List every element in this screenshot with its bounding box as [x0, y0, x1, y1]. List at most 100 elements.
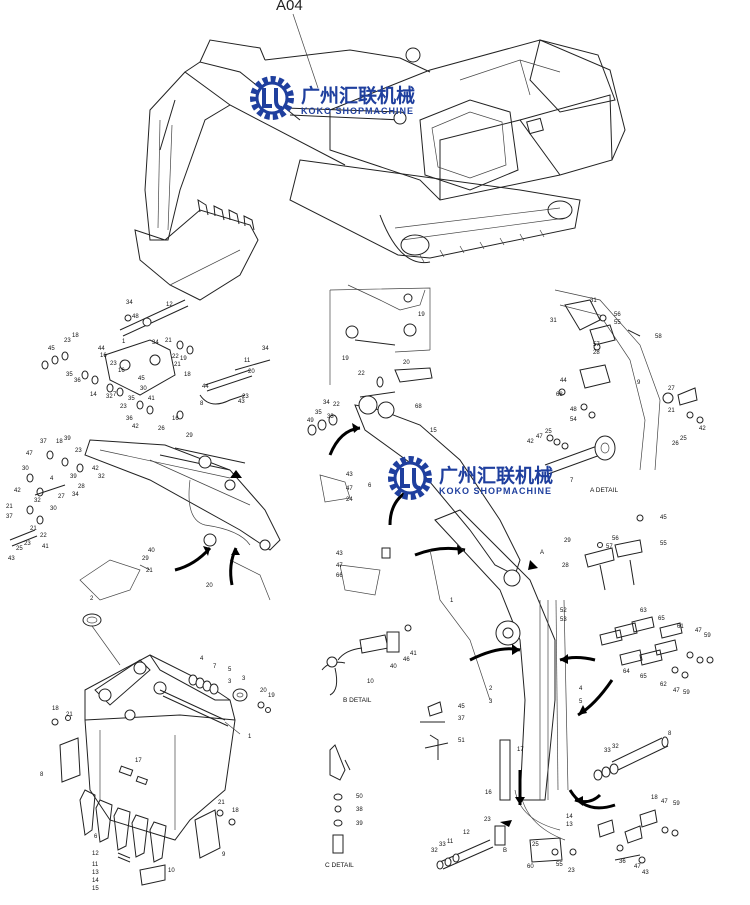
callout: 43 [346, 472, 353, 478]
callout: 7 [113, 392, 117, 398]
c-detail-label: C DETAIL [325, 862, 354, 869]
gear-logo-icon [388, 456, 432, 500]
callout: 9 [222, 852, 226, 858]
callout: 25 [545, 429, 552, 435]
callout: 56 [614, 312, 621, 318]
callout: 21 [668, 408, 675, 414]
callout: 39 [356, 821, 363, 827]
callout: 11 [244, 358, 251, 364]
callout: 58 [655, 334, 662, 340]
callout: 4 [200, 656, 204, 662]
callout: 32 [431, 848, 438, 854]
upper-boom-detail [307, 284, 521, 596]
callout: 29 [186, 433, 193, 439]
callout: 27 [668, 386, 675, 392]
callout: 47 [346, 486, 353, 492]
callout: 46 [403, 657, 410, 663]
callout: 47 [673, 688, 680, 694]
callout: 35 [128, 396, 135, 402]
callout: 12 [166, 302, 173, 308]
callout: 22 [172, 354, 179, 360]
callout: 59 [673, 801, 680, 807]
callout: 37 [6, 514, 13, 520]
top-left-callouts: 34 12 48 23 18 45 44 1 34 21 22 36 35 16… [6, 300, 269, 589]
callout: 42 [132, 424, 139, 430]
right-parts-view [436, 514, 714, 870]
callout: 63 [640, 608, 647, 614]
callout: 7 [570, 478, 574, 484]
callout: 8 [668, 731, 672, 737]
callout: 20 [403, 360, 410, 366]
callout: 15 [430, 428, 437, 434]
callout: 4 [50, 476, 54, 482]
callout: 37 [458, 716, 465, 722]
callout: 43 [336, 551, 343, 557]
callout: 21 [66, 712, 73, 718]
callout: 31 [550, 318, 557, 324]
callout: 14 [90, 392, 97, 398]
callout: 15 [92, 886, 99, 892]
callout: 23 [568, 868, 575, 874]
callout: 23 [24, 541, 31, 547]
c-detail-view: 50 38 39 C DETAIL [325, 744, 363, 869]
callout: 25 [532, 842, 539, 848]
callout: 19 [418, 312, 425, 318]
callout: 21 [146, 568, 153, 574]
callout: 31 [590, 298, 597, 304]
callout: 33 [327, 414, 334, 420]
callout: 41 [148, 396, 155, 402]
callout: 10 [367, 679, 374, 685]
bucket-callouts: 2 4 7 5 3 3 20 19 1 18 21 8 17 21 18 9 6… [40, 596, 275, 892]
callout: 60 [527, 864, 534, 870]
callout: 33 [439, 842, 446, 848]
callout: 44 [98, 346, 105, 352]
callout: 49 [307, 418, 314, 424]
callout: 12 [463, 830, 470, 836]
callout: 21 [165, 338, 172, 344]
callout: 18 [52, 706, 59, 712]
callout: 47 [26, 451, 33, 457]
callout: 44 [560, 378, 567, 384]
callout: 42 [699, 426, 706, 432]
callout: 7 [213, 664, 217, 670]
callout: 4 [579, 686, 583, 692]
callout: 47 [661, 799, 668, 805]
boom-upper-callouts: 19 19 20 22 34 35 49 33 22 68 15 43 47 2… [307, 312, 437, 579]
callout: 14 [92, 878, 99, 884]
callout: 34 [72, 492, 79, 498]
callout: 45 [138, 376, 145, 382]
callout: 23 [75, 448, 82, 454]
callout: 18 [232, 808, 239, 814]
callout: 23 [110, 361, 117, 367]
callout: 2 [489, 686, 493, 692]
callout: 47 [634, 864, 641, 870]
callout: 21 [30, 526, 37, 532]
callout: 30 [140, 386, 147, 392]
lower-boom-parts: 45 37 51 1 6 [368, 483, 465, 760]
callout: 18 [651, 795, 658, 801]
callout: 16 [118, 368, 125, 374]
callout: 50 [356, 794, 363, 800]
callout: 32 [612, 744, 619, 750]
callout: 23 [64, 338, 71, 344]
watermark-company-en: KOKO SHOPMACHINE [301, 106, 414, 116]
callout: 16 [100, 353, 107, 359]
callout: 61 [677, 624, 684, 630]
callout: 55 [660, 541, 667, 547]
callout: 3 [489, 699, 493, 705]
callout: 1 [122, 339, 126, 345]
callout: 38 [356, 807, 363, 813]
callout: 55 [556, 862, 563, 868]
callout: 18 [72, 333, 79, 339]
callout: 44 [202, 384, 209, 390]
gear-logo-icon [250, 76, 294, 120]
callout: 25 [680, 436, 687, 442]
callout: 43 [642, 870, 649, 876]
callout: 36 [74, 378, 81, 384]
callout: 2 [90, 596, 94, 602]
callout: 20 [248, 369, 255, 375]
callout: 1 [450, 598, 454, 604]
callout: 45 [458, 704, 465, 710]
callout: 68 [415, 404, 422, 410]
